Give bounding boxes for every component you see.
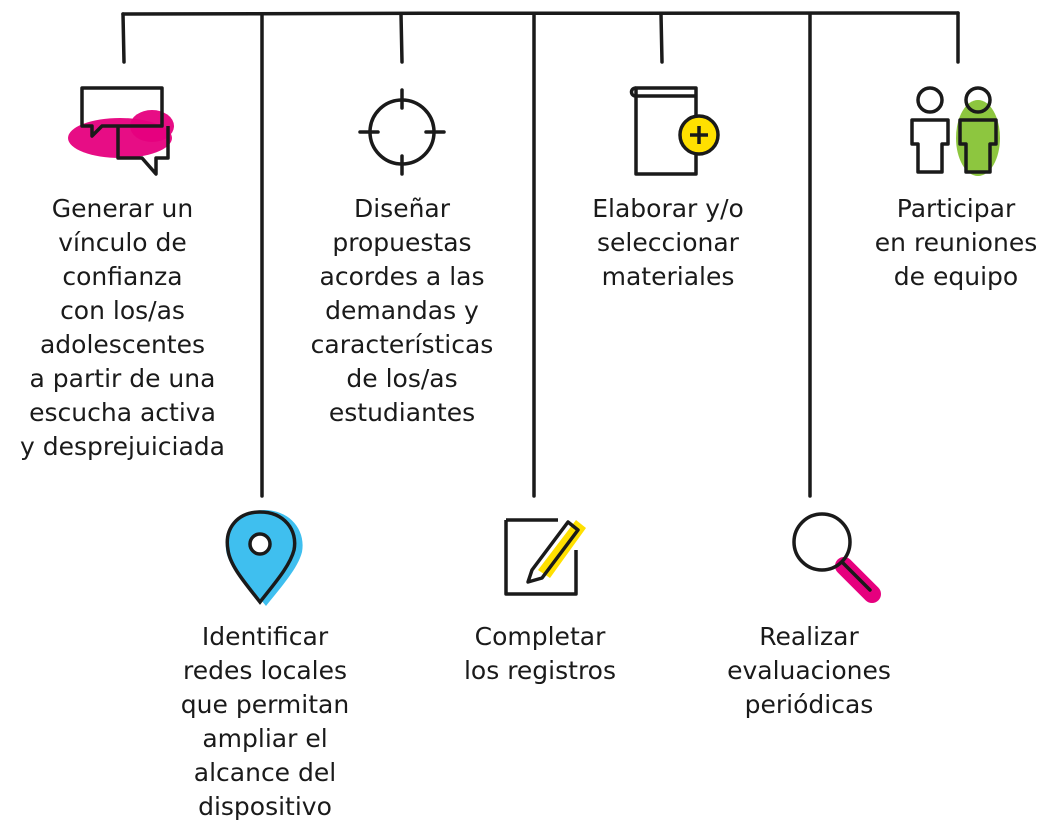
pencil-edit-icon xyxy=(494,506,590,602)
people-icon xyxy=(904,80,1004,180)
connector-propuestas xyxy=(401,14,402,62)
top-bar xyxy=(123,13,958,14)
speech-bubble-icon xyxy=(62,82,180,178)
label-evaluaciones: Realizar evaluaciones periódicas xyxy=(704,620,914,722)
location-pin-icon xyxy=(218,504,308,608)
magnifier-icon xyxy=(784,504,884,604)
target-icon xyxy=(356,86,448,178)
connector-vinculo xyxy=(123,14,124,62)
label-propuestas: Diseñar propuestas acordes a las demanda… xyxy=(288,192,516,430)
label-vinculo: Generar un vínculo de confianza con los/… xyxy=(0,192,245,464)
label-reuniones: Participar en reuniones de equipo xyxy=(866,192,1046,294)
label-redes: Identificar redes locales que permitan a… xyxy=(160,620,370,824)
book-add-icon xyxy=(626,80,726,180)
connector-materiales xyxy=(661,14,662,62)
label-materiales: Elaborar y/o seleccionar materiales xyxy=(568,192,768,294)
label-registros: Completar los registros xyxy=(430,620,650,688)
